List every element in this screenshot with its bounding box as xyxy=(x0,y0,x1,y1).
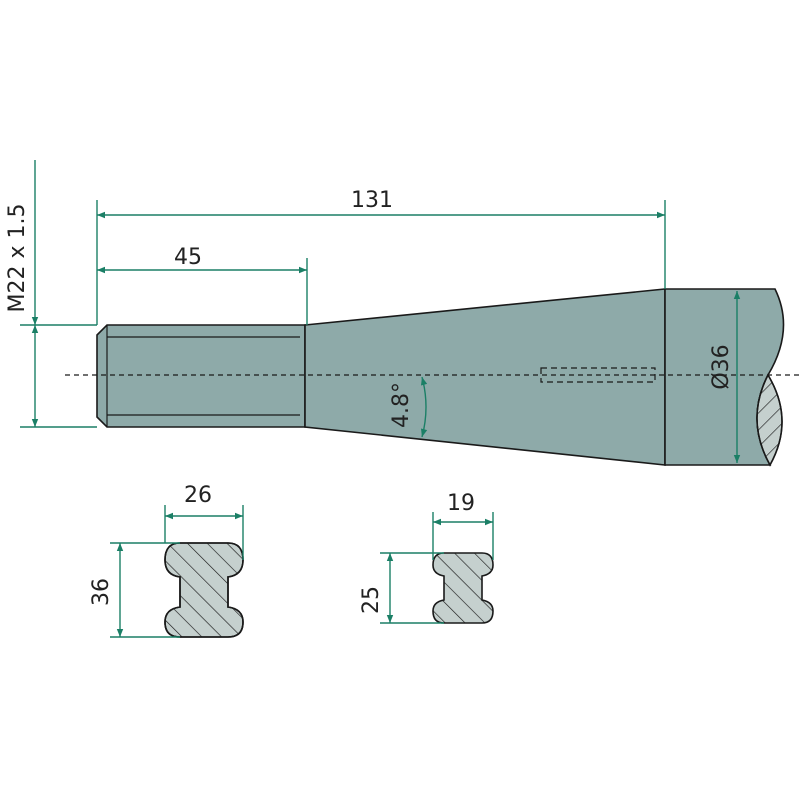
label-thread: M22 x 1.5 xyxy=(5,204,30,313)
pin-body xyxy=(65,288,800,467)
label-taper-angle: 4.8° xyxy=(389,382,414,428)
dimension-taper-angle: 4.8° xyxy=(389,376,428,438)
cross-section-large: 26 36 xyxy=(89,483,244,638)
label-section-large-height: 36 xyxy=(89,578,114,606)
dimension-thread: M22 x 1.5 xyxy=(5,160,97,428)
label-section-large-width: 26 xyxy=(184,483,212,508)
tapered-section xyxy=(304,288,666,466)
dimension-thread-length: 45 xyxy=(97,245,308,325)
dimension-total-length: 131 xyxy=(96,188,666,325)
label-section-small-width: 19 xyxy=(447,491,475,516)
dimension-diameter: Ø36 xyxy=(709,291,741,463)
label-thread-length: 45 xyxy=(174,245,202,270)
label-section-small-height: 25 xyxy=(359,586,384,614)
label-diameter: Ø36 xyxy=(709,344,734,389)
thread-section xyxy=(96,324,306,428)
label-total-length: 131 xyxy=(351,188,393,213)
cross-section-small: 19 25 xyxy=(359,491,494,624)
